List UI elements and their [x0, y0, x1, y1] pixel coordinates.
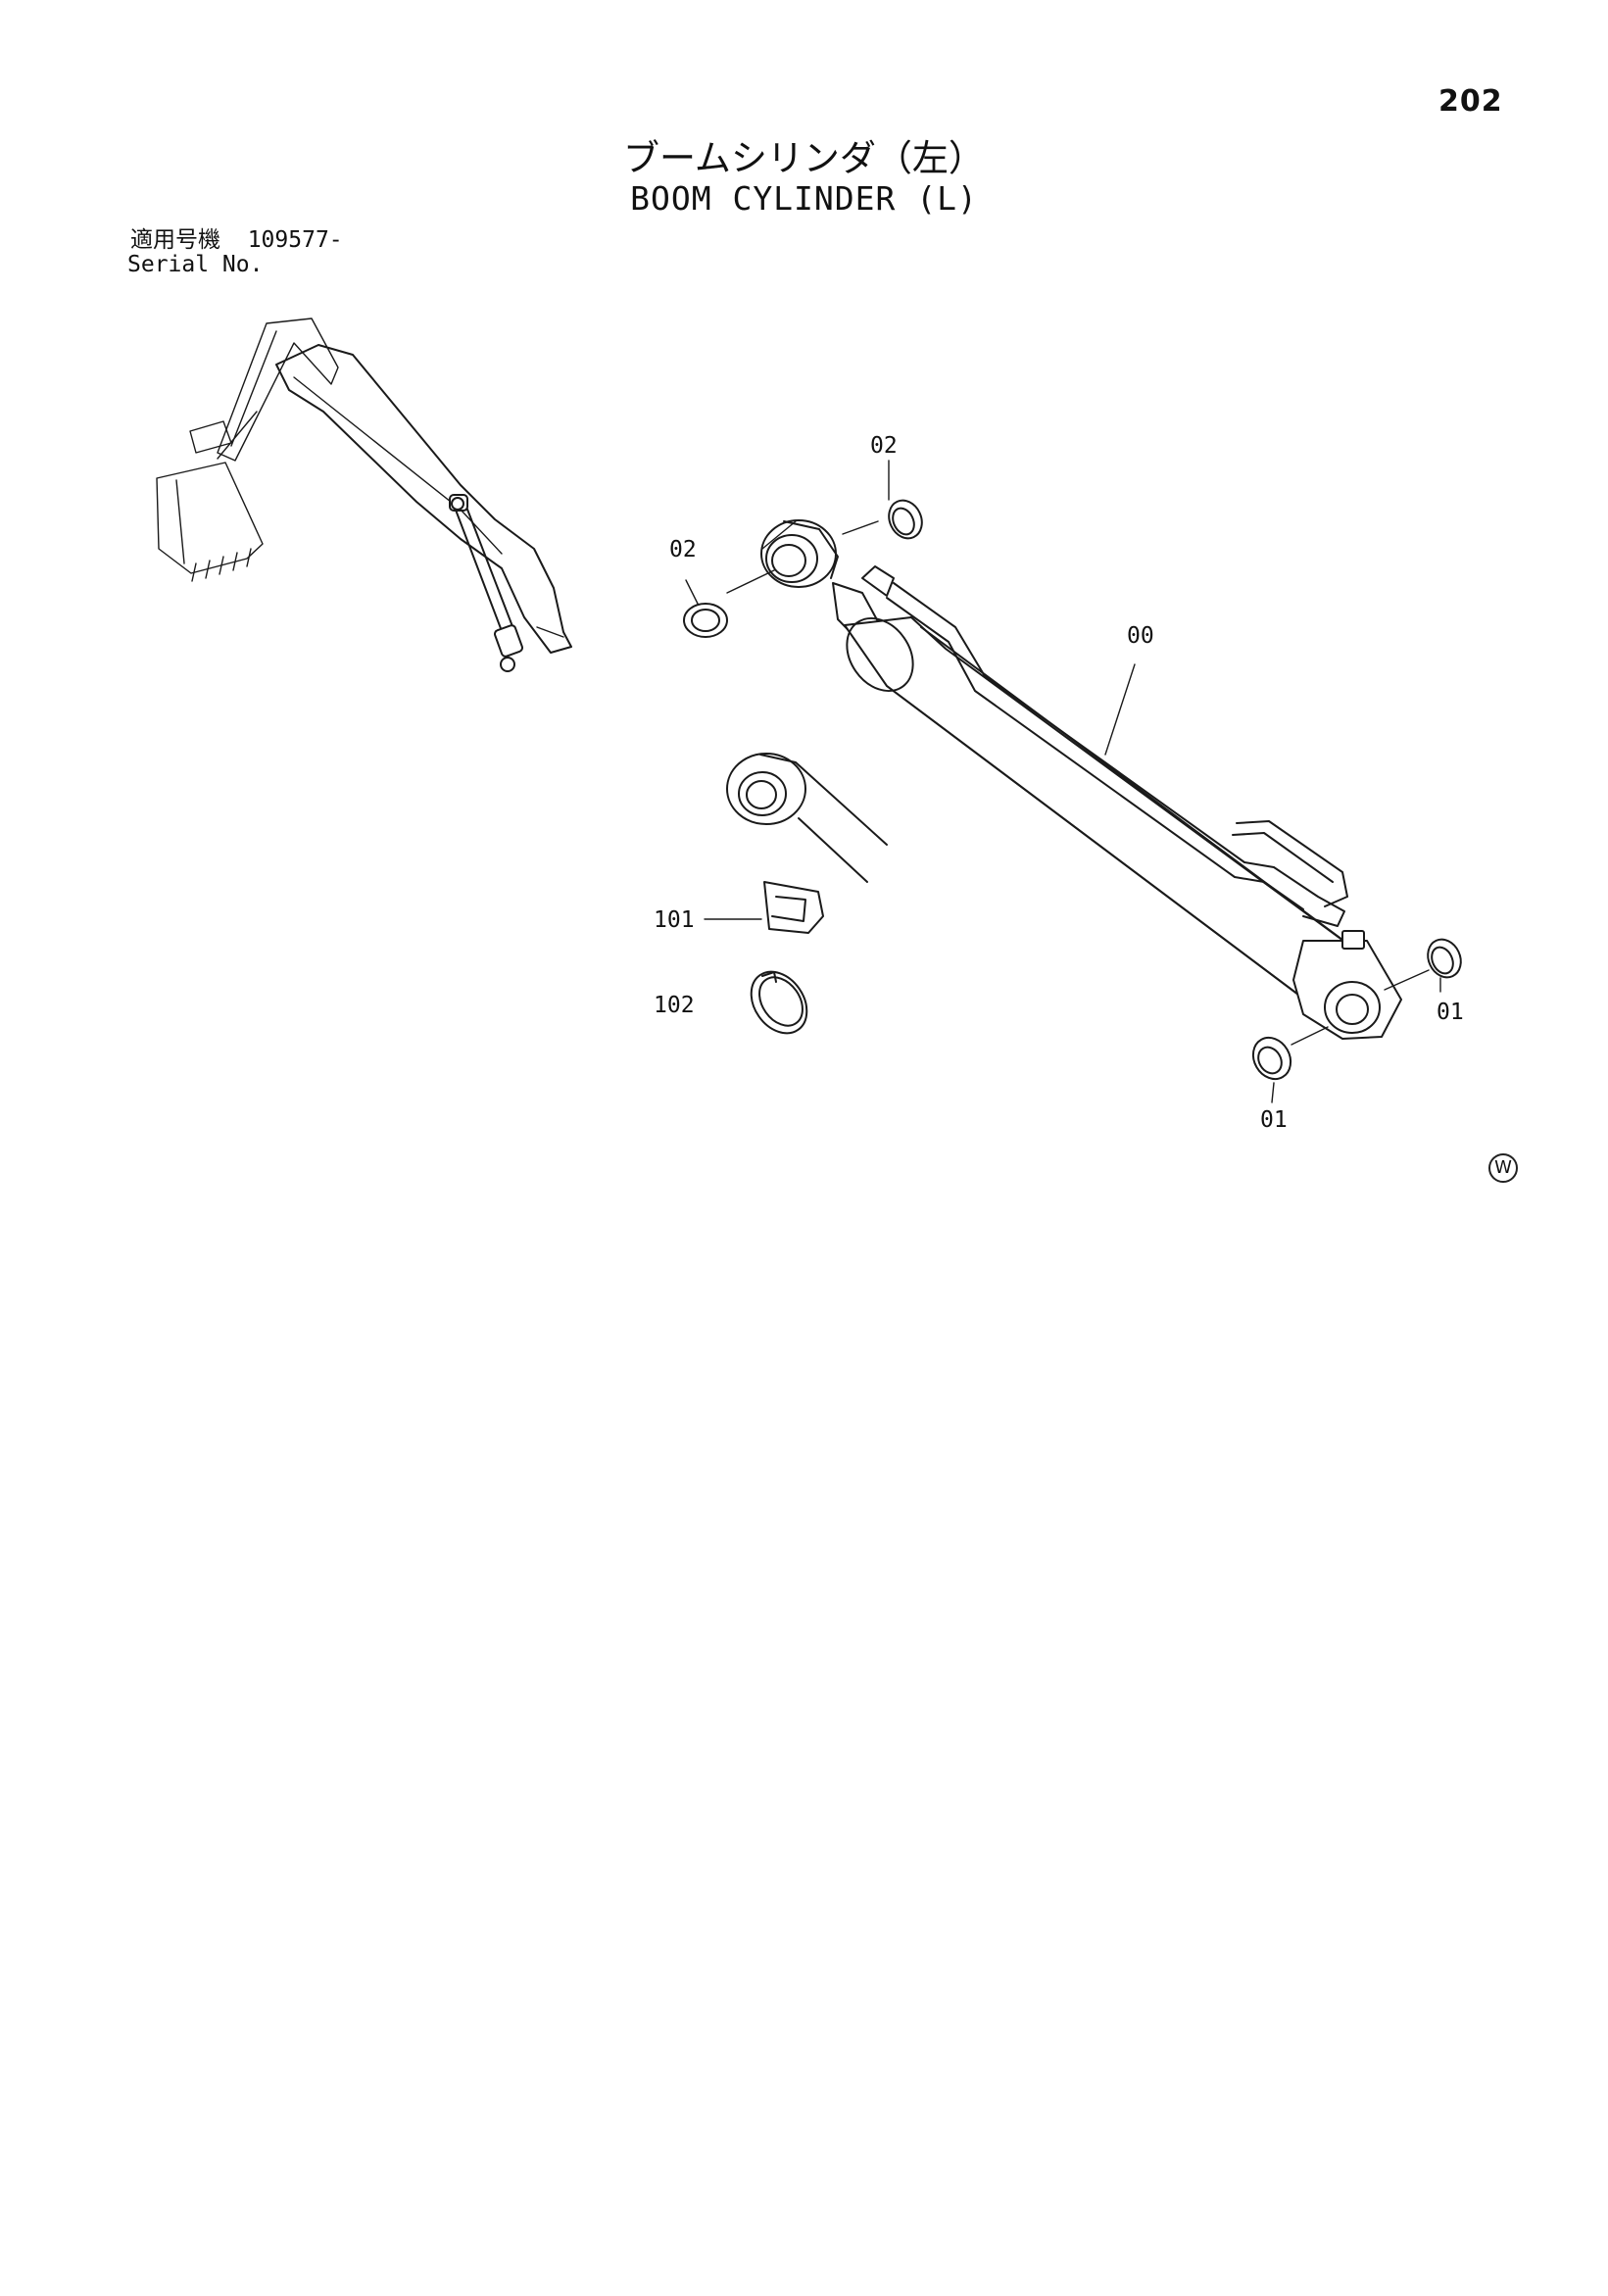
serial-label-jp: 適用号機 — [130, 227, 220, 253]
callout-01-bottom: 01 — [1260, 1107, 1288, 1133]
w-mark: W — [1488, 1153, 1518, 1183]
excavator-location-icon — [156, 318, 572, 672]
callout-00: 00 — [1127, 623, 1154, 649]
serial-value: 109577- — [247, 227, 343, 253]
callout-02-left: 02 — [669, 537, 697, 562]
leader-lines — [685, 460, 1441, 1103]
callout-02-top: 02 — [870, 433, 898, 459]
boom-cylinder-illustration — [683, 499, 1462, 1081]
serial-info: 適用号機 109577- Serial No. — [127, 228, 343, 277]
page-number: 202 — [1438, 84, 1503, 119]
page-title-en: BOOM CYLINDER (L) — [630, 179, 978, 218]
page-title-jp: ブームシリンダ（左） — [623, 137, 985, 179]
callout-01-right: 01 — [1437, 1000, 1464, 1025]
serial-row: 適用号機 109577- — [130, 228, 343, 253]
callout-102: 102 — [654, 993, 695, 1018]
serial-label-en: Serial No. — [127, 252, 264, 277]
callout-101: 101 — [654, 907, 695, 933]
